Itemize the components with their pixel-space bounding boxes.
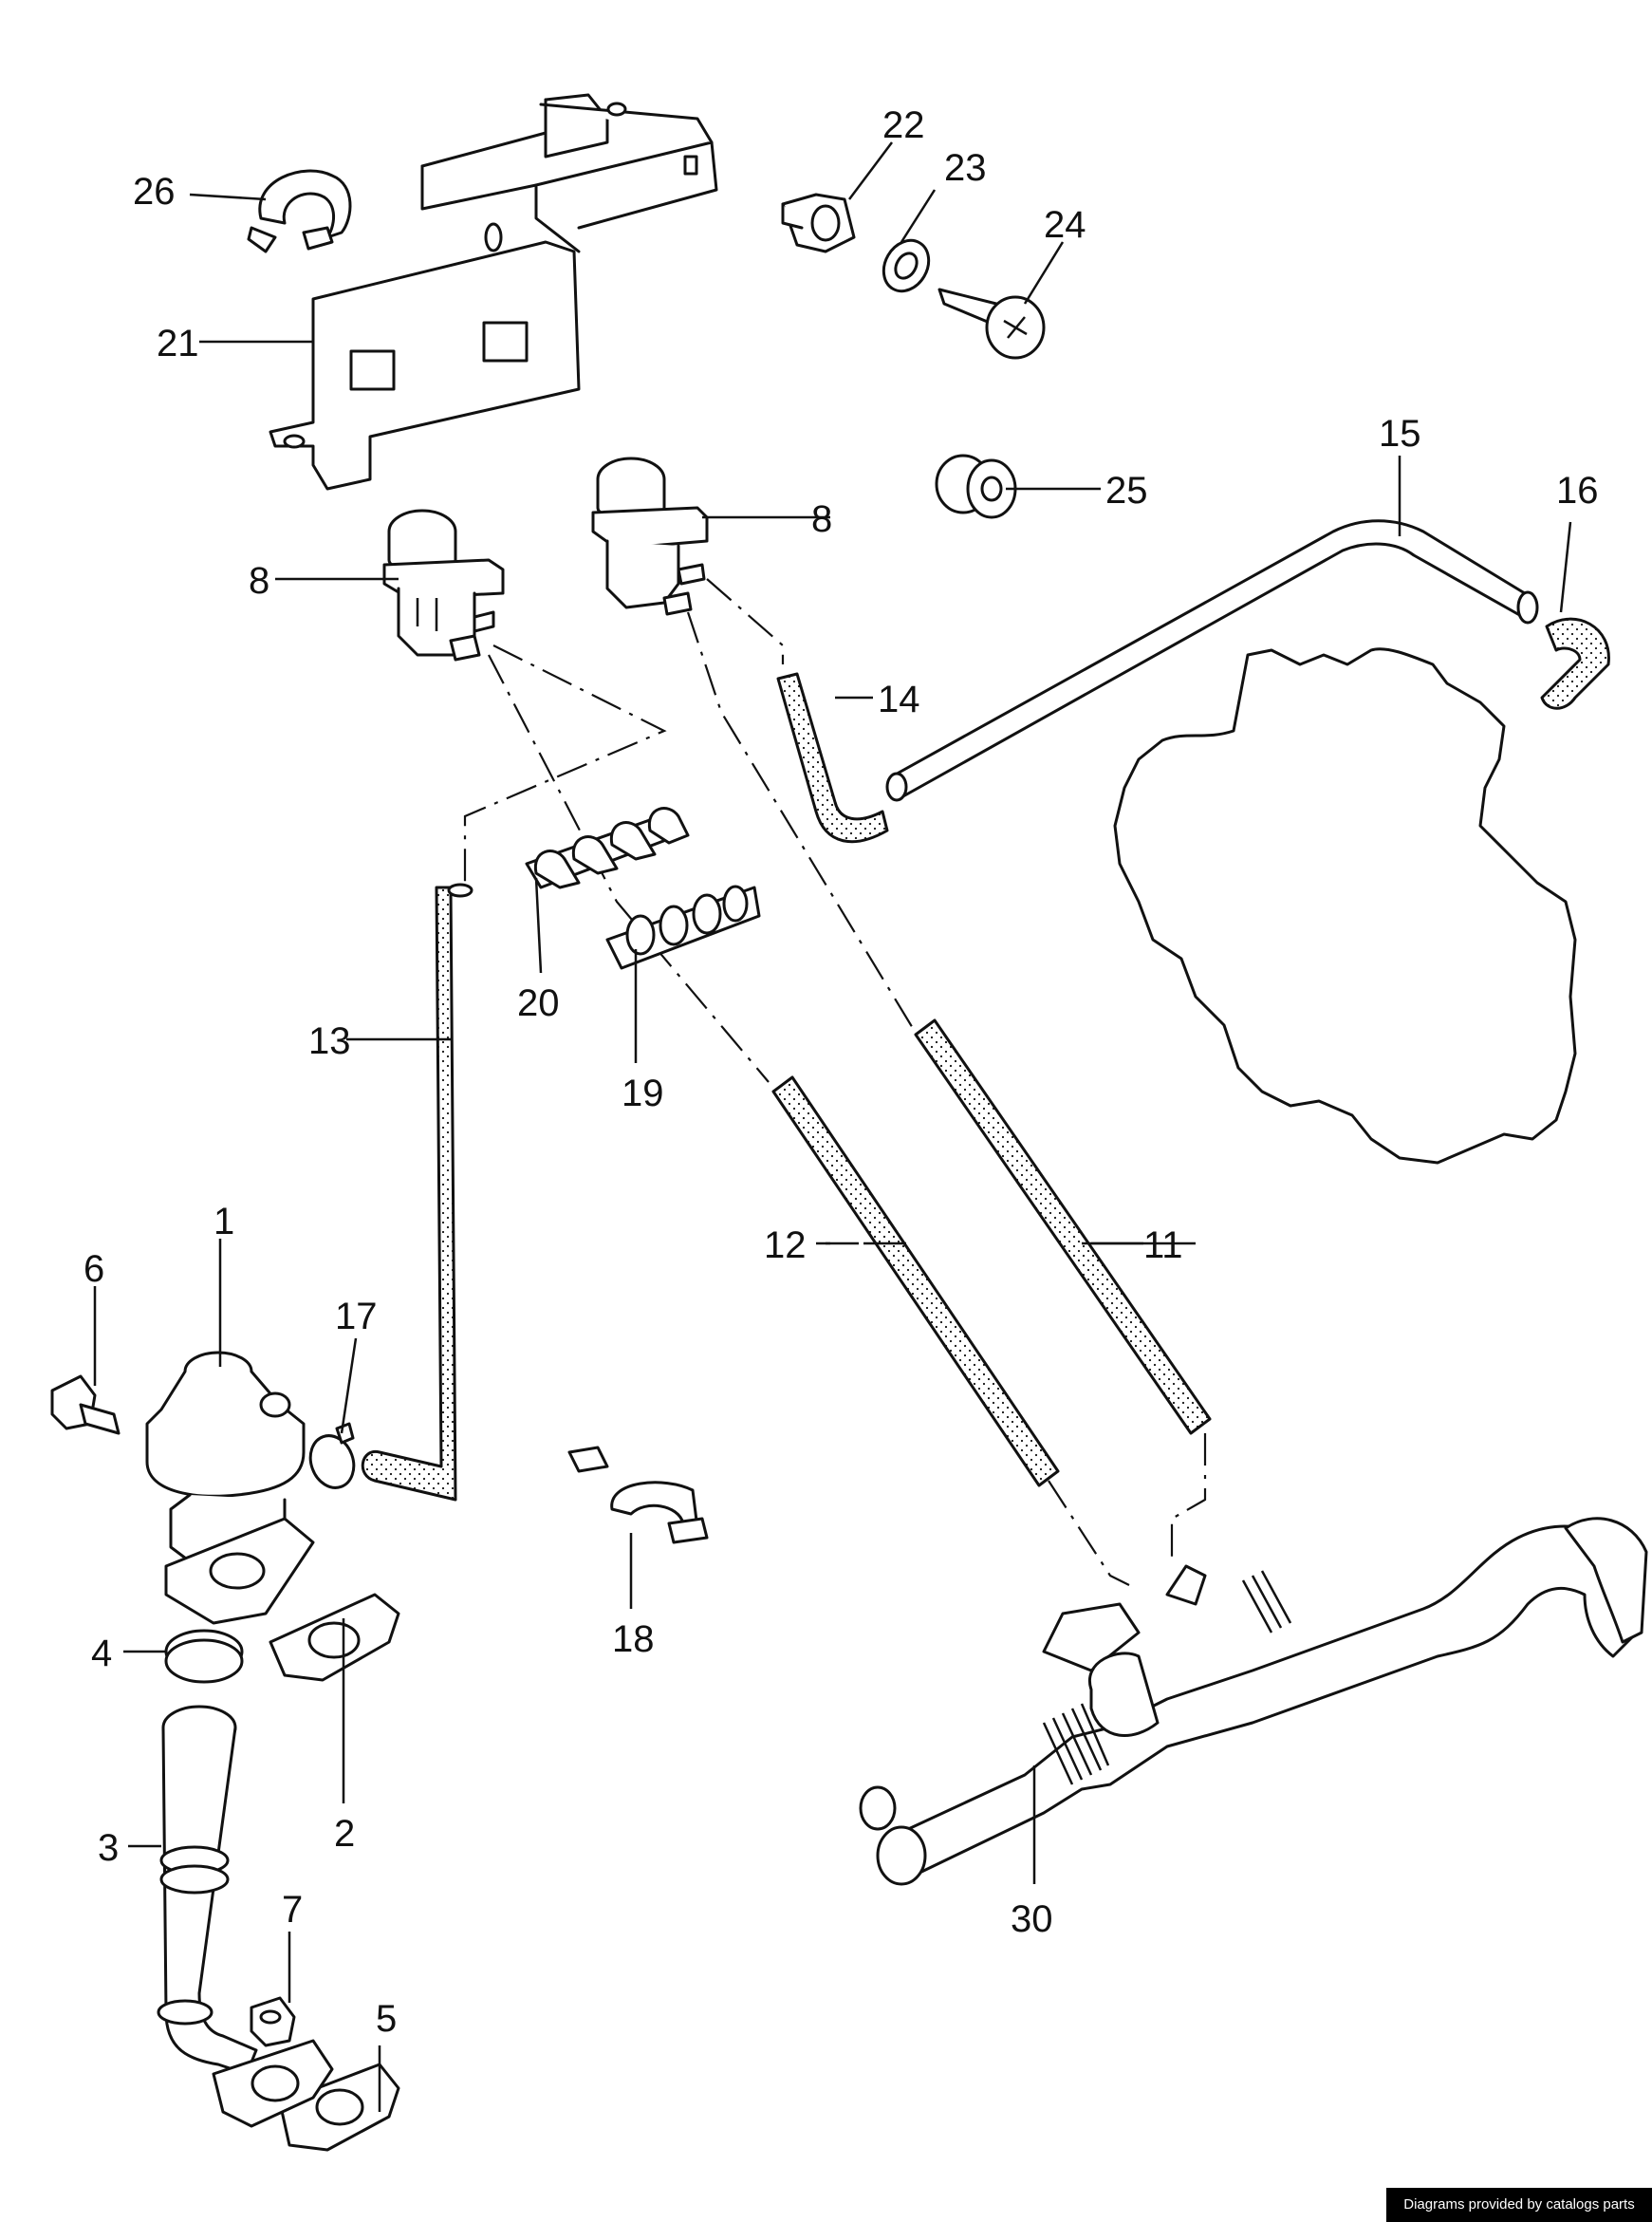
grommet-part-25: [935, 454, 1017, 519]
callout-8-right: 8: [811, 498, 832, 540]
hose-part-16: [1540, 617, 1610, 710]
washer-part-23: [882, 238, 931, 293]
callout-3: 3: [98, 1827, 119, 1869]
hose-part-11: [914, 1018, 1212, 1435]
callout-12: 12: [764, 1224, 807, 1266]
callout-18: 18: [612, 1618, 655, 1660]
callout-26: 26: [133, 171, 176, 213]
callout-25: 25: [1105, 470, 1148, 512]
solenoid-valve-left-part-8: [382, 509, 505, 662]
callout-23: 23: [944, 147, 987, 189]
gasket-part-5: [278, 2063, 400, 2152]
connection-lines: [463, 578, 1207, 1586]
clamp-part-18: [567, 1446, 709, 1544]
callout-4: 4: [91, 1633, 112, 1674]
hose-part-14: [776, 672, 889, 844]
credit-label: Diagrams provided by catalogs parts: [1386, 2188, 1652, 2222]
clamp-part-4: [164, 1629, 244, 1684]
callout-8-left: 8: [249, 560, 269, 602]
hose-part-15: [885, 519, 1539, 802]
callout-labels: 1 2 3 4 5 6 7 8 8 11 12 13 14 15 16 17 1…: [84, 104, 1599, 2040]
callout-15: 15: [1379, 413, 1421, 455]
callout-2: 2: [334, 1813, 355, 1855]
clamp-part-17: [308, 1422, 356, 1489]
callout-5: 5: [376, 1998, 397, 2040]
callout-6: 6: [84, 1248, 104, 1290]
gasket-part-2: [269, 1593, 400, 1682]
clamp-part-20: [525, 807, 690, 889]
bolt-part-6: [50, 1374, 121, 1435]
callout-20: 20: [517, 982, 560, 1024]
screw-part-24: [937, 288, 1046, 360]
callout-22: 22: [882, 104, 925, 146]
hose-part-12: [771, 1075, 1060, 1487]
callout-19: 19: [622, 1073, 664, 1114]
callout-16: 16: [1556, 470, 1599, 512]
callout-30: 30: [1011, 1898, 1053, 1940]
egr-valve-part-1: [145, 1351, 315, 1625]
hose-part-13: [361, 883, 473, 1502]
clip-part-26: [247, 169, 352, 253]
callout-13: 13: [308, 1020, 351, 1062]
clamp-part-19: [605, 885, 761, 970]
callout-11: 11: [1143, 1224, 1183, 1266]
nut-part-7: [250, 1996, 296, 2047]
bracket-part-21: [269, 93, 718, 491]
callout-7: 7: [282, 1889, 303, 1931]
pipe-assembly-part-30: [859, 1517, 1648, 1886]
callout-1: 1: [213, 1201, 234, 1242]
callout-24: 24: [1044, 204, 1086, 246]
callout-17: 17: [335, 1296, 378, 1337]
engine-outline: [1113, 647, 1577, 1165]
grommet-part-22: [781, 193, 856, 253]
egr-pipe-part-3: [157, 1705, 334, 2128]
leader-lines: [93, 141, 1572, 2112]
solenoid-valve-right-part-8: [591, 457, 709, 616]
callout-21: 21: [157, 323, 199, 364]
callout-14: 14: [878, 679, 920, 720]
